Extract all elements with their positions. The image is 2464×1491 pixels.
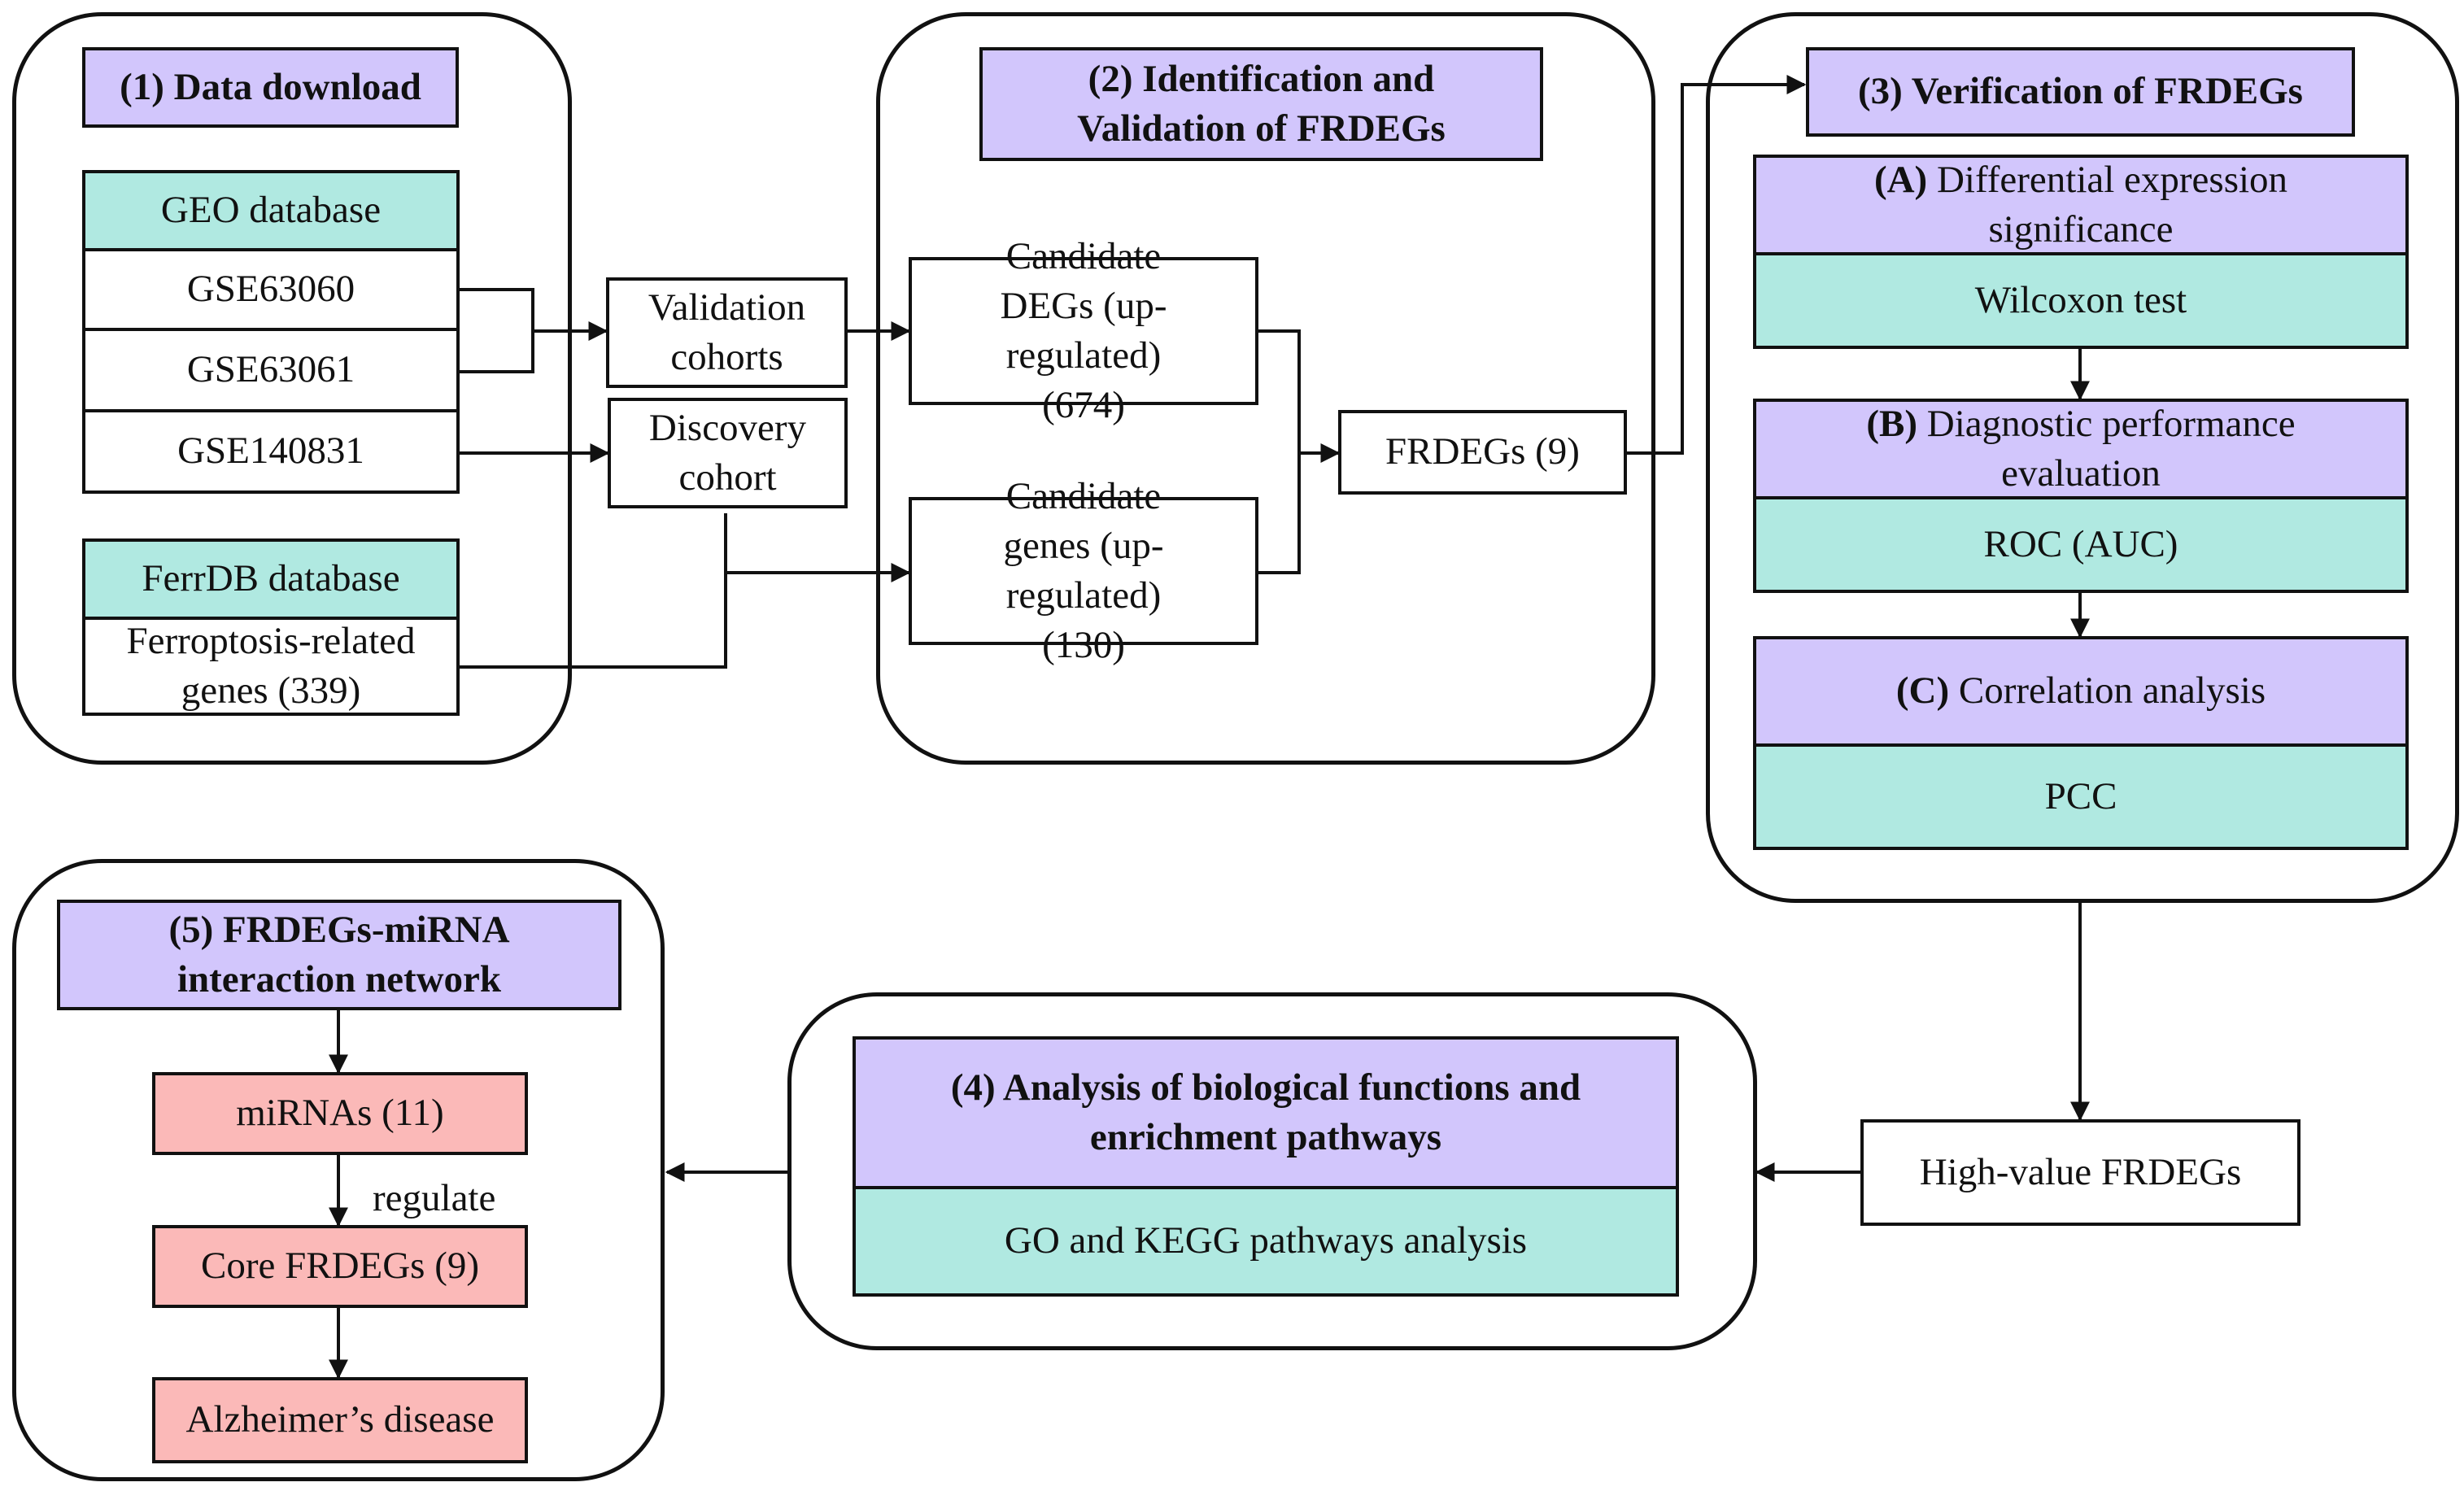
dataset-gse140831: GSE140831 bbox=[82, 409, 460, 494]
panel-identification bbox=[876, 12, 1655, 765]
panel4-title: (4) Analysis of biological functions and… bbox=[853, 1036, 1679, 1189]
mirnas: miRNAs (11) bbox=[152, 1072, 528, 1155]
merge-genes bbox=[1258, 453, 1301, 574]
panel-network bbox=[12, 859, 665, 1481]
panel2-title: (2) Identification and Validation of FRD… bbox=[979, 47, 1543, 161]
high-value-frdegs: High-value FRDEGs bbox=[1860, 1119, 2300, 1226]
go-kegg-analysis: GO and KEGG pathways analysis bbox=[853, 1186, 1679, 1297]
panel3-title: (3) Verification of FRDEGs bbox=[1806, 47, 2355, 137]
candidate-genes: Candidate genes (up-regulated) (130) bbox=[909, 475, 1258, 666]
step-a-label: Differential expression significance bbox=[1936, 158, 2288, 251]
step-a-letter: (A) bbox=[1873, 158, 1928, 201]
candidate-degs: Candidate DEGs (up-regulated) (674) bbox=[909, 235, 1258, 426]
step-c-letter: (C) bbox=[1895, 669, 1950, 713]
panel-analysis bbox=[787, 992, 1757, 1350]
pcc: PCC bbox=[1753, 743, 2409, 850]
roc-auc: ROC (AUC) bbox=[1753, 496, 2409, 593]
step-b-header: (B) Diagnostic performance evaluation bbox=[1753, 399, 2409, 499]
dataset-gse63061: GSE63061 bbox=[82, 328, 460, 412]
panel-data-download bbox=[12, 12, 572, 765]
wilcoxon-test: Wilcoxon test bbox=[1753, 252, 2409, 349]
panel-verification bbox=[1706, 12, 2459, 903]
step-c-header: (C) Correlation analysis bbox=[1753, 636, 2409, 747]
panel5-title: (5) FRDEGs-miRNA interaction network bbox=[57, 900, 621, 1010]
discovery-cohort: Discovery cohort bbox=[608, 398, 848, 508]
frdegs: FRDEGs (9) bbox=[1338, 410, 1627, 495]
panel1-title: (1) Data download bbox=[82, 47, 459, 128]
alzheimers-disease: Alzheimer’s disease bbox=[152, 1377, 528, 1463]
regulate-label: regulate bbox=[373, 1177, 496, 1219]
dataset-gse63060: GSE63060 bbox=[82, 248, 460, 331]
step-a-header: (A) Differential expression significance bbox=[1753, 155, 2409, 255]
step-b-letter: (B) bbox=[1866, 402, 1918, 445]
merge-degs bbox=[1258, 329, 1301, 453]
ferrdb-database-header: FerrDB database bbox=[82, 538, 460, 620]
geo-database-header: GEO database bbox=[82, 170, 460, 251]
core-frdegs: Core FRDEGs (9) bbox=[152, 1225, 528, 1308]
step-b-label: Diagnostic performance evaluation bbox=[1926, 402, 2296, 495]
ferroptosis-genes: Ferroptosis-related genes (339) bbox=[82, 617, 460, 716]
validation-cohorts: Validation cohorts bbox=[606, 277, 848, 388]
step-c-label: Correlation analysis bbox=[1958, 669, 2266, 713]
line-ferroptosis-up bbox=[460, 513, 727, 669]
